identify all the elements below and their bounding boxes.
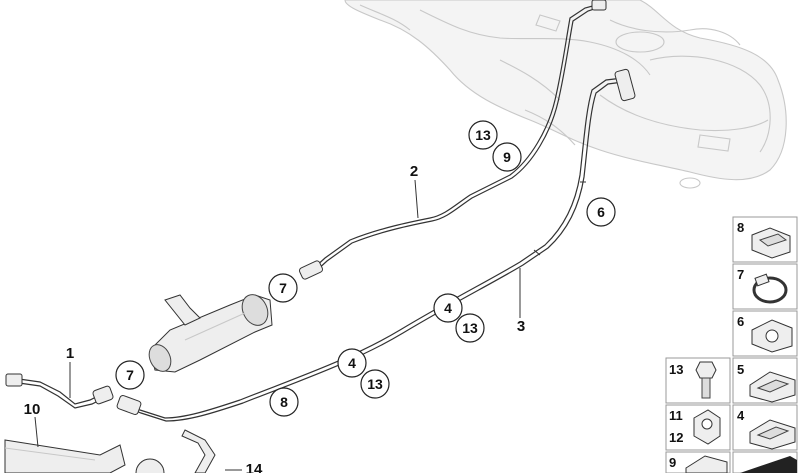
parts-number-13: 13 <box>669 362 683 377</box>
callout-13c: 13 <box>367 376 383 392</box>
callout-9: 9 <box>503 149 511 165</box>
callout-7b: 7 <box>126 367 134 383</box>
callout-7a: 7 <box>279 280 287 296</box>
circle-6 <box>586 197 616 227</box>
fuel-tank-ghost <box>344 0 787 189</box>
circle-13c <box>360 369 390 399</box>
circle-4b <box>337 348 367 378</box>
parts-number-4: 4 <box>737 408 745 423</box>
leader-lines <box>34 179 521 471</box>
callout-2: 2 <box>410 163 418 180</box>
circle-7a <box>268 273 298 303</box>
circle-7b <box>115 360 145 390</box>
callout-6: 6 <box>597 204 605 220</box>
parts-number-7: 7 <box>737 267 744 282</box>
plain-callouts: 1 2 3 10 14 <box>24 163 526 473</box>
pipe-1-end-fitting-left <box>5 373 23 387</box>
pipe-1 <box>5 373 114 409</box>
callout-8: 8 <box>280 394 288 410</box>
circle-9 <box>492 142 522 172</box>
callout-10: 10 <box>24 401 41 418</box>
clip-9-icon <box>685 455 728 473</box>
hose-clamp-icon <box>752 273 788 304</box>
parts-number-11: 11 <box>669 408 683 423</box>
callout-13a: 13 <box>475 127 491 143</box>
circled-callout-labels: 13 9 6 7 4 13 7 4 13 8 <box>126 127 605 410</box>
pipe-3-end-fitting <box>116 395 142 415</box>
parts-number-9: 9 <box>669 455 676 470</box>
nut-icon <box>693 409 721 445</box>
circled-callouts <box>115 120 616 417</box>
callout-4b: 4 <box>348 355 356 371</box>
parts-number-12: 12 <box>669 430 683 445</box>
clip-5-icon <box>749 371 796 403</box>
clip-8-icon <box>751 227 791 259</box>
clip-14 <box>181 429 216 473</box>
callout-4a: 4 <box>444 300 452 316</box>
circle-13b <box>455 313 485 343</box>
bolt-icon <box>695 361 717 399</box>
callout-13b: 13 <box>462 320 478 336</box>
pipe-3-quick-connector <box>614 68 636 102</box>
parts-number-5: 5 <box>737 362 744 377</box>
fuel-filter <box>148 294 273 373</box>
blank-part-icon <box>740 456 797 473</box>
pipe-2-end-fitting <box>298 260 324 280</box>
clip-4-icon <box>749 419 796 450</box>
clip-6-icon <box>751 319 793 353</box>
pipe-2 <box>298 0 607 280</box>
parts-number-6: 6 <box>737 314 744 329</box>
circle-4a <box>433 293 463 323</box>
callout-1: 1 <box>66 345 74 362</box>
parts-panel: 8 7 6 13 5 11 12 4 9 <box>665 216 798 473</box>
bracket-10 <box>4 439 165 473</box>
circle-8 <box>269 387 299 417</box>
circle-13a <box>468 120 498 150</box>
pipe-1-end-fitting-right <box>92 385 114 405</box>
pipe-2-connector <box>591 0 607 11</box>
parts-number-8: 8 <box>737 220 744 235</box>
callout-14: 14 <box>246 461 263 473</box>
callout-3: 3 <box>517 318 525 335</box>
